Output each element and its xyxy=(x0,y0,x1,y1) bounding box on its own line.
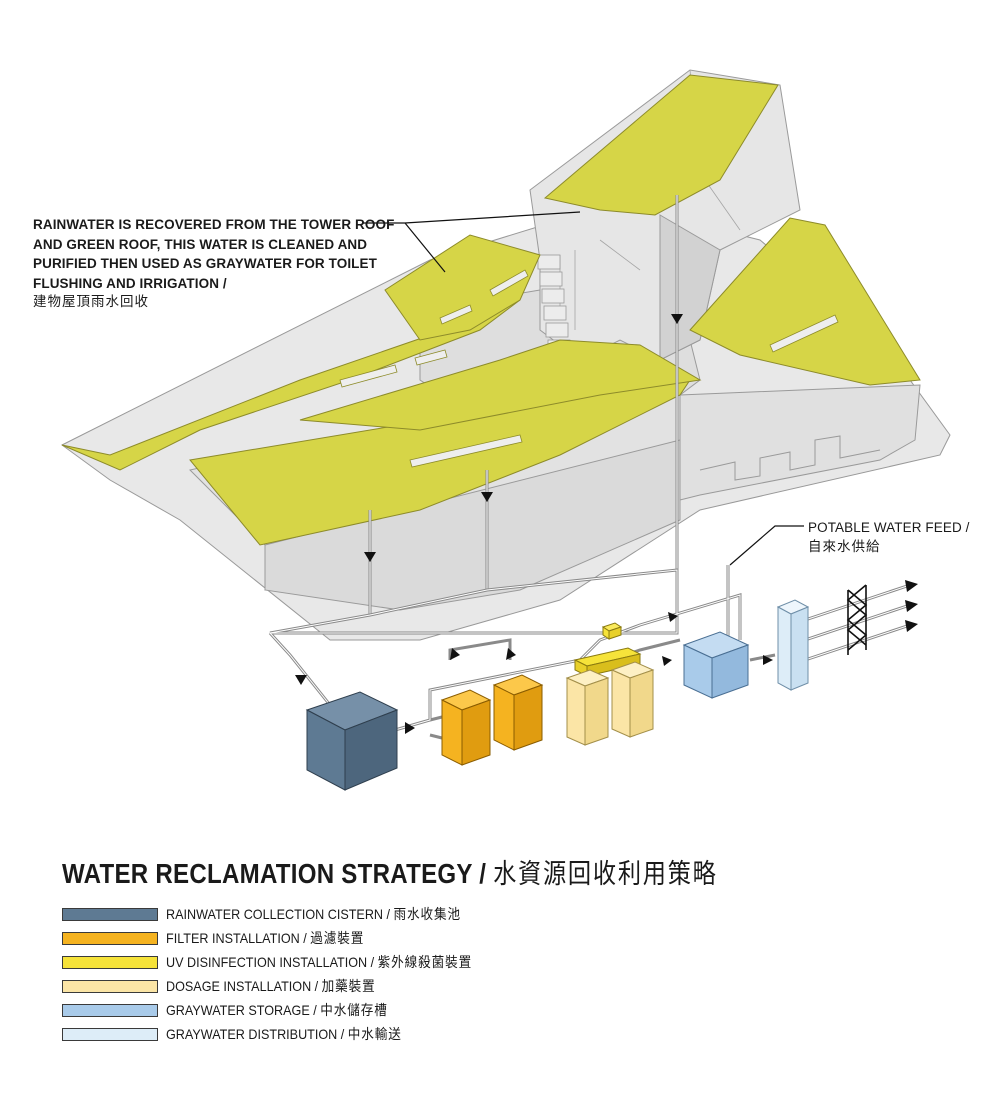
downpipes-inner xyxy=(369,195,678,633)
roof-callout-line-2: AND GREEN ROOF, THIS WATER IS CLEANED AN… xyxy=(33,236,368,252)
dosage-tank-1 xyxy=(565,669,610,746)
title-english: WATER RECLAMATION STRATEGY xyxy=(62,858,473,889)
legend-label-en: GRAYWATER STORAGE xyxy=(166,1002,310,1018)
title-cjk: 水資源回收利用策略 xyxy=(493,859,718,890)
legend-item-distribution: GRAYWATER DISTRIBUTION / 中水輸送 xyxy=(62,1022,506,1046)
page-title: WATER RECLAMATION STRATEGY / 水資源回收利用策略 xyxy=(62,852,718,891)
building-mass-right xyxy=(679,384,921,501)
graywater-distribution-unit xyxy=(776,599,810,691)
title-separator: / xyxy=(472,858,494,889)
legend-swatch xyxy=(62,1027,158,1041)
rainwater-cistern xyxy=(305,691,399,791)
legend-label-en: DOSAGE INSTALLATION xyxy=(166,978,312,994)
legend-label-cjk: 中水儲存槽 xyxy=(320,1003,388,1019)
legend-label-en: FILTER INSTALLATION xyxy=(166,930,300,946)
green-roof-right xyxy=(689,217,921,386)
filter-tank-1 xyxy=(440,689,492,766)
legend-label-cjk: 加藥裝置 xyxy=(321,979,376,995)
roof-skylights xyxy=(339,269,839,468)
roof-callout-line-1: RAINWATER IS RECOVERED FROM THE TOWER RO… xyxy=(33,217,395,232)
legend-label: DOSAGE INSTALLATION / 加藥裝置 xyxy=(166,978,376,995)
flow-arrows xyxy=(295,314,918,734)
potable-callout-cjk: 自來水供給 xyxy=(808,538,881,555)
legend-swatch xyxy=(62,979,158,993)
legend-item-cistern: RAINWATER COLLECTION CISTERN / 雨水收集池 xyxy=(62,902,506,926)
green-roof-upper-left xyxy=(384,234,541,341)
uv-disinfection-unit xyxy=(573,622,642,677)
legend-item-filter: FILTER INSTALLATION / 過濾裝置 xyxy=(62,926,506,950)
legend-swatch xyxy=(62,931,158,945)
filter-tank-2 xyxy=(492,674,544,751)
legend-label-cjk: 紫外線殺菌裝置 xyxy=(377,955,473,971)
roof-callout-cjk: 建物屋頂雨水回收 xyxy=(33,294,149,310)
legend-item-dosage: DOSAGE INSTALLATION / 加藥裝置 xyxy=(62,974,506,998)
legend-swatch xyxy=(62,955,158,969)
green-roof-center-strip xyxy=(299,339,702,431)
legend-label: FILTER INSTALLATION / 過濾裝置 xyxy=(166,930,365,947)
potable-callout-leader xyxy=(729,525,804,566)
distribution-truss xyxy=(846,584,868,655)
roof-callout-leader xyxy=(362,211,581,273)
legend-swatch xyxy=(62,1003,158,1017)
potable-water-callout: POTABLE WATER FEED / 自來水供給 xyxy=(808,518,998,557)
legend-swatch xyxy=(62,907,158,921)
potable-callout-label: POTABLE WATER FEED / xyxy=(808,520,970,535)
legend-label-en: RAINWATER COLLECTION CISTERN xyxy=(166,906,384,922)
legend-label: UV DISINFECTION INSTALLATION / 紫外線殺菌裝置 xyxy=(166,954,473,971)
roof-rainwater-callout: RAINWATER IS RECOVERED FROM THE TOWER RO… xyxy=(33,215,395,313)
dosage-tank-2 xyxy=(610,661,655,738)
roof-callout-line-4: FLUSHING AND IRRIGATION / xyxy=(33,275,227,291)
legend-item-uv: UV DISINFECTION INSTALLATION / 紫外線殺菌裝置 xyxy=(62,950,506,974)
graywater-storage-tank xyxy=(682,631,750,699)
legend-label-cjk: 過濾裝置 xyxy=(310,931,365,947)
legend-label: RAINWATER COLLECTION CISTERN / 雨水收集池 xyxy=(166,906,462,923)
building-mass-right-notches xyxy=(699,435,881,481)
tower-roof-green xyxy=(543,74,779,216)
tower-side-shade xyxy=(659,214,721,361)
legend-label: GRAYWATER STORAGE / 中水儲存槽 xyxy=(166,1002,388,1019)
green-roof-main-left xyxy=(61,299,521,471)
legend-label-en: GRAYWATER DISTRIBUTION xyxy=(166,1026,338,1042)
legend-label: GRAYWATER DISTRIBUTION / 中水輸送 xyxy=(166,1026,402,1043)
legend-label-en: UV DISINFECTION INSTALLATION xyxy=(166,954,368,970)
roof-callout-line-3: PURIFIED THEN USED AS GRAYWATER FOR TOIL… xyxy=(33,256,377,271)
legend: RAINWATER COLLECTION CISTERN / 雨水收集池 FIL… xyxy=(62,902,506,1046)
legend-label-cjk: 中水輸送 xyxy=(347,1027,402,1043)
legend-item-storage: GRAYWATER STORAGE / 中水儲存槽 xyxy=(62,998,506,1022)
legend-label-cjk: 雨水收集池 xyxy=(393,907,462,923)
